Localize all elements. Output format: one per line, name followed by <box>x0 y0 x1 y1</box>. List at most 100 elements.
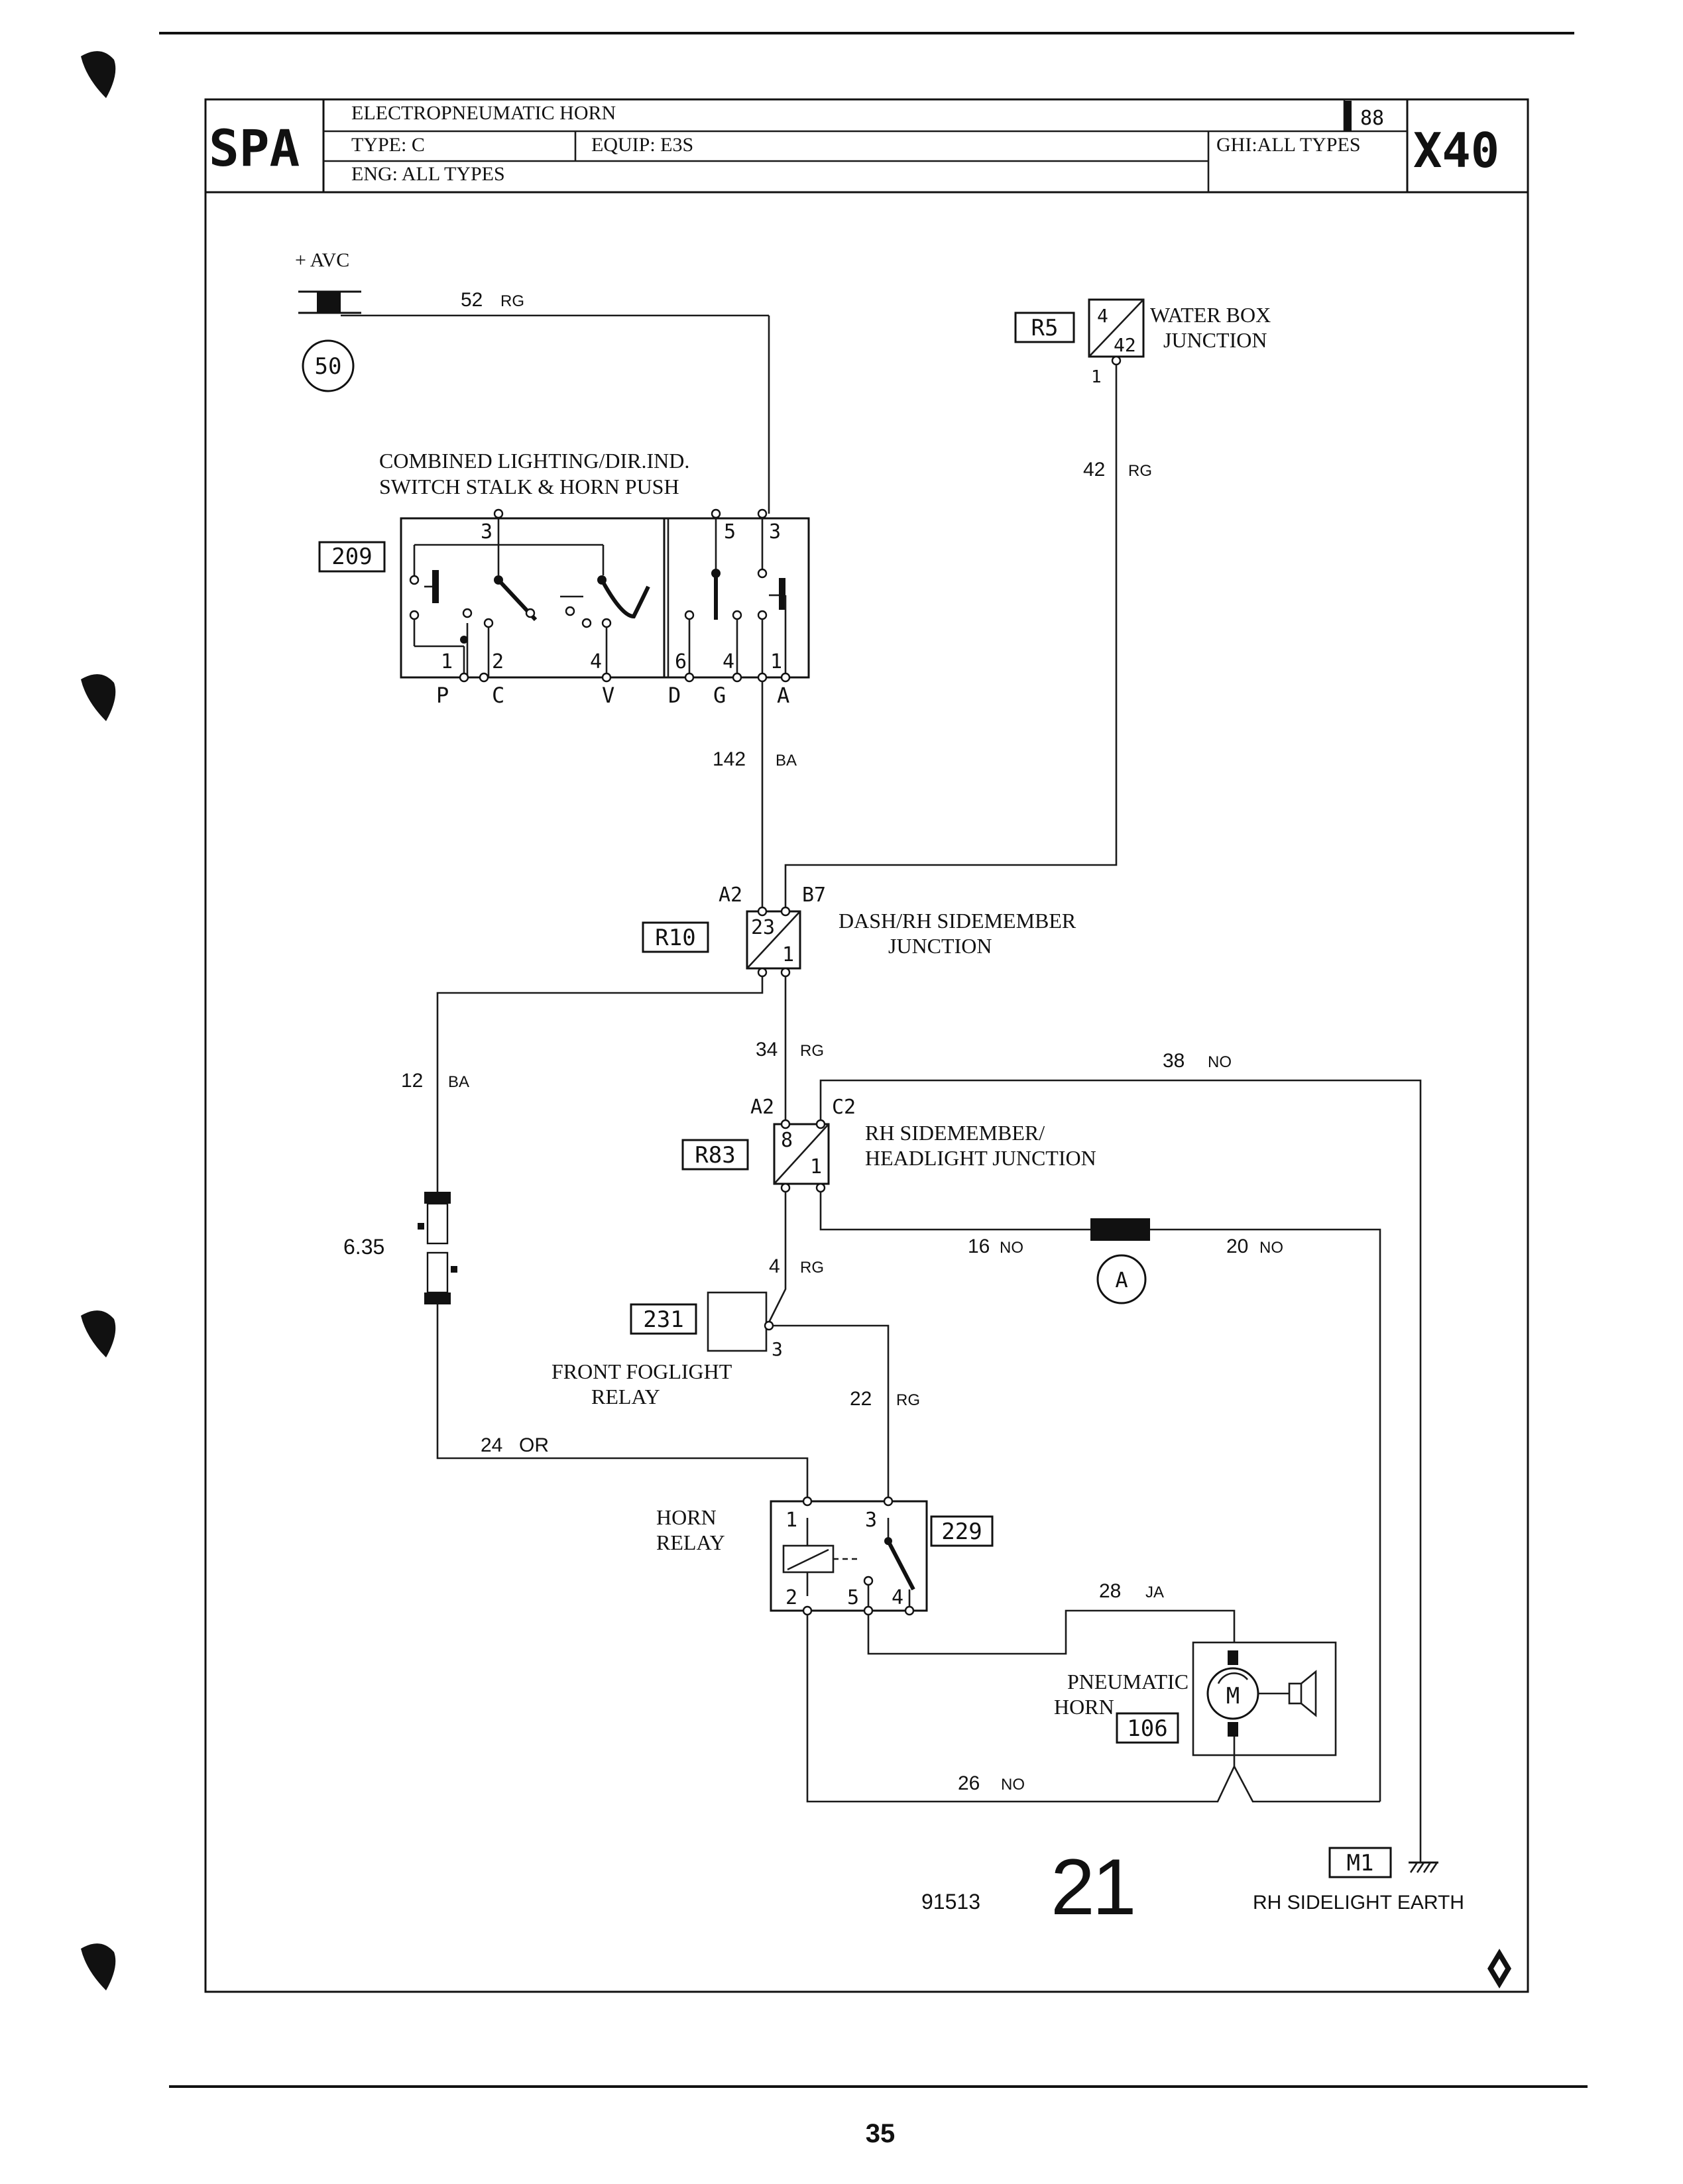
r5-num-top: 4 <box>1097 305 1108 327</box>
wire-22-num: 22 <box>850 1388 872 1410</box>
wire-24-num: 24 <box>481 1434 502 1456</box>
c209-name-1: COMBINED LIGHTING/DIR.IND. <box>379 449 689 473</box>
c229-id-box <box>930 1515 994 1547</box>
c209-pin-right-top-3: 3 <box>769 520 781 544</box>
r5-name-2: JUNCTION <box>1163 328 1267 352</box>
c229-id: 229 <box>941 1519 982 1545</box>
c106-name-1: PNEUMATIC <box>1067 1670 1189 1694</box>
c209-id-box <box>318 541 386 573</box>
c231-id-box <box>630 1303 697 1335</box>
c231-terminal <box>764 1320 774 1331</box>
title-block <box>205 99 1528 194</box>
r83-id: R83 <box>695 1142 735 1169</box>
wire-16-color: NO <box>1000 1239 1023 1257</box>
wire-22 <box>773 1324 890 1498</box>
wire-42-color: RG <box>1128 462 1152 480</box>
wire-26-color: NO <box>1001 1776 1025 1794</box>
r83-name-1: RH SIDEMEMBER/ <box>865 1121 1045 1145</box>
diagram-frame <box>204 98 1529 1993</box>
wire-28-num: 28 <box>1099 1580 1121 1602</box>
c106-id: 106 <box>1127 1715 1167 1742</box>
c209-pin-right-1: 1 <box>770 650 782 673</box>
r10-num-bottom: 1 <box>782 943 794 966</box>
c209-pin-right-6: 6 <box>675 650 687 673</box>
wire-38 <box>819 1079 1422 1856</box>
page-number: 35 <box>866 2119 896 2148</box>
c229-pin-2: 2 <box>785 1586 797 1609</box>
c209-letter-c: C <box>492 683 504 708</box>
c231-id: 231 <box>643 1306 683 1333</box>
header-type: TYPE: C <box>351 134 425 156</box>
wire-12-color: BA <box>448 1073 469 1091</box>
header-year: 88 <box>1360 107 1384 130</box>
wire-16 <box>819 1192 1090 1231</box>
c209-pin-left-top: 3 <box>481 520 493 544</box>
wire-20-num: 20 <box>1226 1236 1248 1257</box>
connector-a-body <box>1090 1218 1150 1241</box>
c229-name-2: RELAY <box>656 1530 725 1554</box>
c209-pin-bottom-4: 4 <box>590 650 602 673</box>
c209-letter-d: D <box>668 683 681 708</box>
r10-pin-left: A2 <box>719 884 742 907</box>
c229-name-1: HORN <box>656 1505 717 1529</box>
r83-box <box>773 1119 830 1193</box>
c106-name-2: HORN <box>1054 1695 1114 1719</box>
wire-38-num: 38 <box>1163 1050 1185 1072</box>
c229-body <box>770 1496 928 1616</box>
c106-body <box>1192 1641 1337 1756</box>
r10-pin-right: B7 <box>802 884 826 907</box>
c209-letter-g: G <box>713 683 726 708</box>
wire-24 <box>436 1304 809 1498</box>
c209-letter-p: P <box>436 683 449 708</box>
wire-26 <box>806 1615 1380 1803</box>
binder-holes <box>81 51 116 1990</box>
ref-50-circle <box>302 339 355 392</box>
r5-name-1: WATER BOX <box>1150 303 1271 327</box>
r83-pin-right: C2 <box>832 1096 856 1119</box>
r10-name-2: JUNCTION <box>888 934 992 958</box>
r5-box <box>1088 298 1145 366</box>
header-model: X40 <box>1413 123 1499 178</box>
r5-id-box <box>1014 312 1075 343</box>
wire-12-num: 12 <box>401 1070 423 1092</box>
c209-pin-bottom-2: 2 <box>492 650 504 673</box>
c106-motor <box>1206 1650 1317 1737</box>
c209-pin-right-4: 4 <box>723 650 734 673</box>
wire-52-num: 52 <box>461 289 483 311</box>
wire-42-num: 42 <box>1083 459 1105 481</box>
r10-num-top: 23 <box>751 916 775 939</box>
renault-logo-icon <box>1487 1949 1511 1988</box>
c231-name-1: FRONT FOGLIGHT <box>551 1359 732 1383</box>
wire-20-color: NO <box>1259 1239 1283 1257</box>
fuse-label: 6.35 <box>343 1235 384 1259</box>
c209-pin-bottom-1: 1 <box>441 650 453 673</box>
c106-id-box <box>1116 1712 1179 1744</box>
wire-4-color: RG <box>800 1259 824 1277</box>
logo: SPA <box>209 119 300 178</box>
wire-20 <box>1150 1228 1381 1802</box>
ref-50: 50 <box>315 353 342 380</box>
m1-name: RH SIDELIGHT EARTH <box>1253 1892 1464 1914</box>
wire-4 <box>768 1192 787 1323</box>
wire-12 <box>436 976 764 1192</box>
r5-id: R5 <box>1031 315 1059 341</box>
header-ghi: GHI:ALL TYPES <box>1216 134 1361 156</box>
wire-42 <box>784 365 1118 911</box>
r83-num-bottom: 1 <box>810 1155 822 1178</box>
earth-symbol-icon <box>1409 1861 1438 1873</box>
c209-switch-body <box>400 508 810 683</box>
c229-pin-1: 1 <box>785 1509 797 1532</box>
c231-name-2: RELAY <box>591 1385 660 1408</box>
c106-motor-label: M <box>1226 1683 1240 1709</box>
header-equip: EQUIP: E3S <box>591 134 693 156</box>
c209-name-2: SWITCH STALK & HORN PUSH <box>379 475 679 498</box>
c209-pin-right-top-5: 5 <box>724 520 736 544</box>
m1-id-box <box>1328 1847 1392 1878</box>
footer-sheet-number: 21 <box>1051 1843 1133 1931</box>
m1-id: M1 <box>1347 1850 1374 1876</box>
c209-id: 209 <box>331 544 372 570</box>
wire-34-color: RG <box>800 1042 824 1060</box>
c229-pin-4: 4 <box>892 1586 903 1609</box>
wire-4-num: 4 <box>769 1255 780 1277</box>
